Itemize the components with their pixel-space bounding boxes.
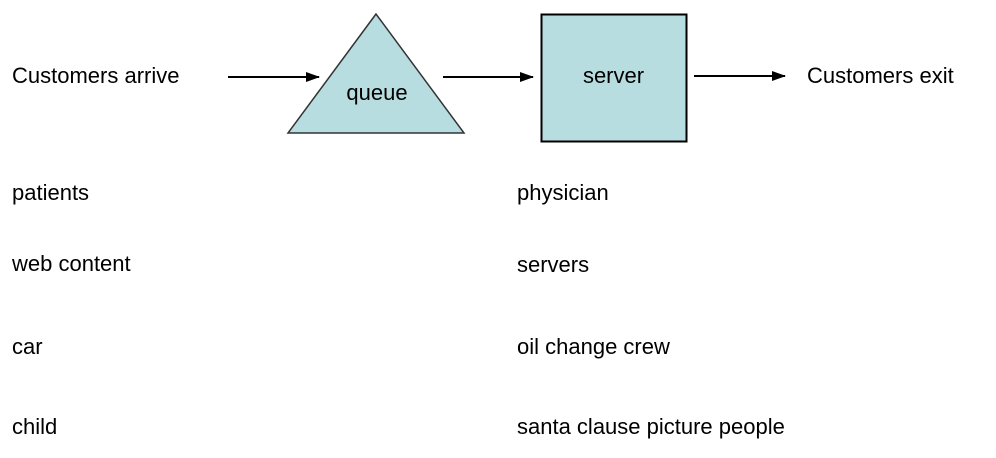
server-example-servers: servers	[517, 252, 590, 277]
customer-example-car: car	[12, 334, 43, 359]
customers-exit-label: Customers exit	[807, 63, 954, 88]
server-box	[540, 13, 688, 143]
queue-triangle	[286, 12, 466, 134]
queue-label: queue	[346, 80, 408, 105]
server-label: server	[582, 63, 645, 88]
customers-arrive-label: Customers arrive	[12, 63, 180, 88]
server-example-oil-change-crew: oil change crew	[517, 334, 670, 359]
server-example-physician: physician	[517, 180, 609, 205]
customer-example-child: child	[12, 414, 58, 439]
customer-example-web-content: web content	[12, 251, 131, 276]
customer-example-patients: patients	[12, 180, 90, 205]
server-example-santa-clause-picture-people: santa clause picture people	[517, 414, 785, 439]
